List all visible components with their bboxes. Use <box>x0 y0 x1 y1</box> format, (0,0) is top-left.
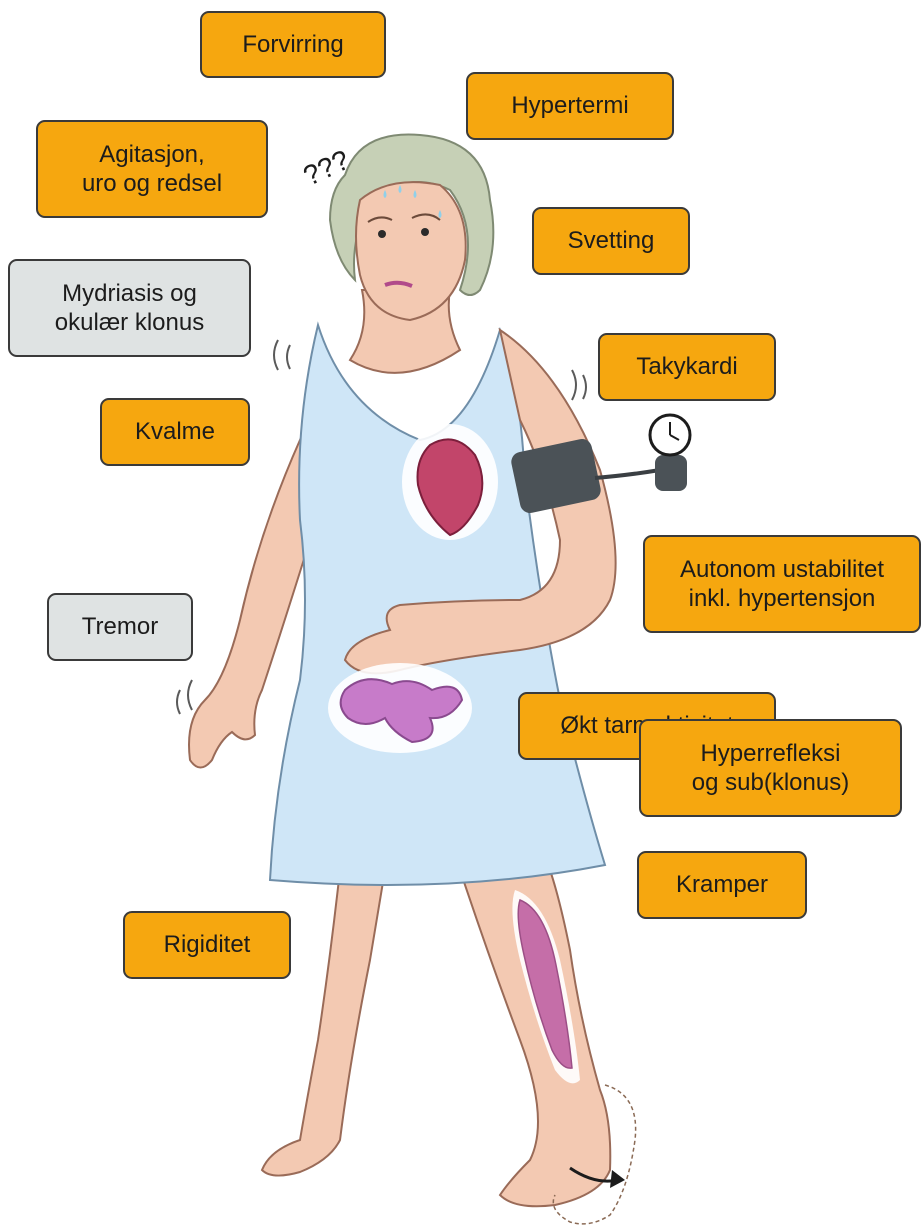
label-agitasjon: Agitasjon, uro og redsel <box>36 120 268 218</box>
cuff-tube <box>595 470 660 478</box>
label-kvalme: Kvalme <box>100 398 250 466</box>
label-kramper: Kramper <box>637 851 807 919</box>
label-autonom: Autonom ustabilitet inkl. hypertensjon <box>643 535 921 633</box>
label-hypertermi: Hypertermi <box>466 72 674 140</box>
legs <box>262 870 636 1224</box>
eye-left <box>378 230 386 238</box>
eye-right <box>421 228 429 236</box>
label-forvirring: Forvirring <box>200 11 386 78</box>
label-tremor: Tremor <box>47 593 193 661</box>
arrow-head <box>610 1170 625 1188</box>
label-rigiditet: Rigiditet <box>123 911 291 979</box>
label-hyperrefleksi: Hyperrefleksi og sub(klonus) <box>639 719 902 817</box>
pressure-bulb <box>655 455 687 491</box>
label-mydriasis: Mydriasis og okulær klonus <box>8 259 251 357</box>
label-svetting: Svetting <box>532 207 690 275</box>
label-takykardi: Takykardi <box>598 333 776 401</box>
